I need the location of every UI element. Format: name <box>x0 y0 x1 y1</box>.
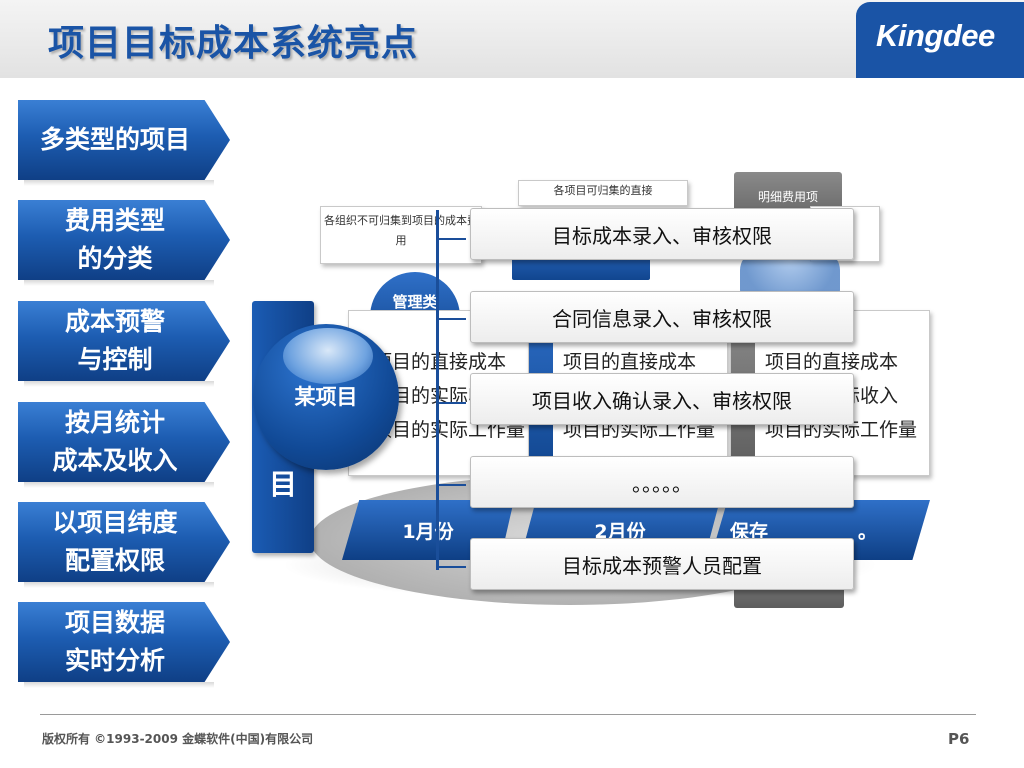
sidebar-item-label: 按月统计 成本及收入 <box>52 408 178 475</box>
direct-costs-box: 各项目可归集的直接 <box>518 180 688 206</box>
copyright-text: 版权所有 ©1993-2009 金蝶软件(中国)有限公司 <box>42 732 314 746</box>
reflection <box>24 682 214 688</box>
month-label: 保存 <box>730 520 769 543</box>
reflection <box>24 381 214 387</box>
page-number: P6 <box>948 730 970 748</box>
sidebar-item-label: 成本预警 与控制 <box>64 307 165 374</box>
sidebar-item-cost-types[interactable]: 费用类型 的分类 <box>18 200 230 286</box>
arrow-shape <box>18 100 230 180</box>
reflection <box>24 482 214 488</box>
popup-text: 目标成本录入、审核权限 <box>552 223 772 248</box>
detail-items-text: 明细费用项 <box>757 190 818 204</box>
page-title: 项目目标成本系统亮点 <box>48 23 419 64</box>
connector-branch <box>436 484 466 486</box>
popup-text: 。。。。。 <box>632 471 692 496</box>
arrow-shape <box>18 502 230 582</box>
popup-warning-staff[interactable]: 目标成本预警人员配置 <box>470 538 854 590</box>
logo-text: Kingdee <box>876 18 995 53</box>
panel-line: 项目的直接成本 <box>563 351 697 373</box>
panel-line: 项目的直接成本 <box>765 351 899 373</box>
org-costs-text: 各组织不可归集到项目的成本费用 <box>324 214 478 247</box>
popup-target-cost-permission[interactable]: 目标成本录入、审核权限 <box>470 208 854 260</box>
kingdee-logo: Kingdee <box>856 2 1024 78</box>
arrow-shape <box>18 402 230 482</box>
connector-branch <box>436 318 466 320</box>
sidebar-item-label: 费用类型 的分类 <box>64 206 165 273</box>
arrow-shape <box>18 301 230 381</box>
arrow-shape <box>18 200 230 280</box>
sidebar-item-monthly-stats[interactable]: 按月统计 成本及收入 <box>18 402 230 488</box>
direct-costs-text: 各项目可归集的直接 <box>553 184 653 197</box>
connector-vertical <box>436 210 439 570</box>
header-bar <box>0 0 1024 78</box>
vertical-bar-label: 目 <box>268 468 297 501</box>
project-label: 某项目 <box>294 385 358 409</box>
popup-text: 目标成本预警人员配置 <box>562 553 762 578</box>
popup-text: 项目收入确认录入、审核权限 <box>532 388 792 413</box>
sidebar-item-permissions[interactable]: 以项目纬度 配置权限 <box>18 502 230 588</box>
month-label: 1月份 <box>402 520 454 543</box>
month-label: 。 <box>858 520 878 543</box>
org-costs-box: 各组织不可归集到项目的成本费用 <box>320 206 482 264</box>
popup-contract-permission[interactable]: 合同信息录入、审核权限 <box>470 291 854 343</box>
sidebar-item-cost-warning[interactable]: 成本预警 与控制 <box>18 301 230 387</box>
reflection <box>24 280 214 286</box>
connector-branch <box>436 238 466 240</box>
mgmt-text: 管理类 <box>392 293 438 311</box>
reflection <box>24 582 214 588</box>
sidebar-item-label: 多类型的项目 <box>39 125 190 154</box>
panel-line: 项目的直接成本 <box>373 351 507 373</box>
footer-divider <box>40 714 976 715</box>
connector-branch <box>436 566 466 568</box>
popup-text: 合同信息录入、审核权限 <box>552 306 772 331</box>
popup-revenue-permission[interactable]: 项目收入确认录入、审核权限 <box>470 373 854 425</box>
circle-gloss <box>283 328 373 384</box>
project-circle: 某项目 <box>253 324 399 470</box>
sidebar-item-label: 以项目纬度 配置权限 <box>52 508 178 575</box>
sidebar-item-label: 项目数据 实时分析 <box>64 608 165 675</box>
sidebar-item-project-types[interactable]: 多类型的项目 <box>18 100 230 186</box>
popup-ellipsis[interactable]: 。。。。。 <box>470 456 854 508</box>
arrow-shape <box>18 602 230 682</box>
reflection <box>24 180 214 186</box>
month-label: 2月份 <box>594 520 646 543</box>
sidebar-item-realtime-analysis[interactable]: 项目数据 实时分析 <box>18 602 230 688</box>
connector-branch <box>436 402 466 404</box>
